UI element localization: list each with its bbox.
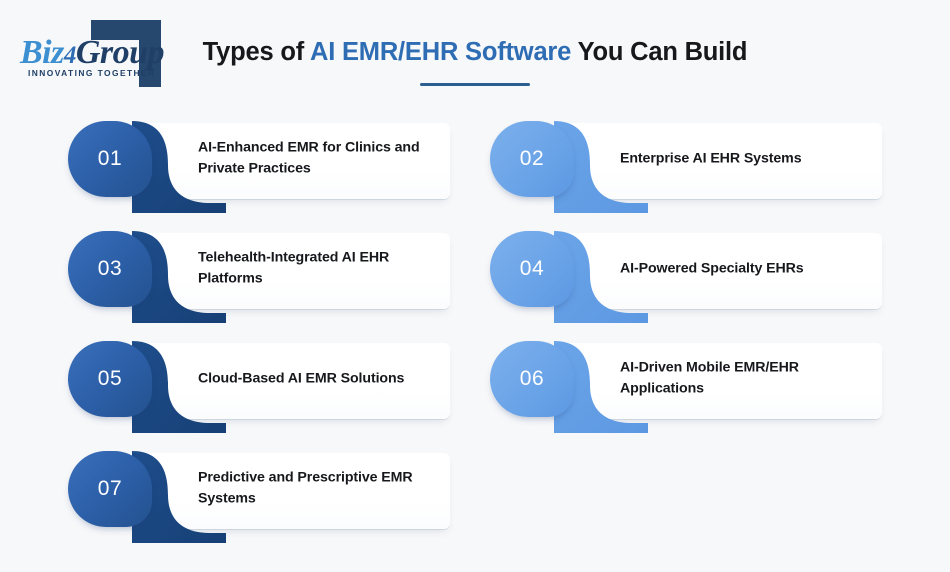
card-plate [552, 233, 882, 309]
card-number-badge: 01 [68, 121, 152, 197]
card-number: 02 [519, 147, 545, 170]
card-number-badge: 02 [490, 121, 574, 197]
card-number: 06 [519, 367, 545, 390]
card-label: Enterprise AI EHR Systems [620, 150, 802, 167]
title-suffix: You Can Build [571, 38, 748, 66]
card-number: 07 [97, 477, 123, 500]
types-card-grid: 01 AI-Enhanced EMR for Clinics and Privat… [0, 108, 950, 572]
type-card[interactable]: 05 Cloud-Based AI EMR Solutions [68, 341, 450, 433]
card-number: 04 [519, 257, 545, 280]
logo-tagline: INNOVATING TOGETHER [28, 68, 156, 78]
ribbon-shape-icon [554, 341, 648, 433]
type-card[interactable]: 04 AI-Powered Specialty EHRs [490, 231, 882, 323]
card-label: Cloud-Based AI EMR Solutions [198, 370, 405, 387]
logo-word-group: Group [75, 34, 165, 71]
card-plate [130, 123, 450, 199]
card-number: 03 [97, 257, 123, 280]
logo-word-biz: Biz [20, 34, 64, 71]
title-accent: AI EMR/EHR Software [309, 38, 572, 66]
logo-word-four: 4 [63, 42, 77, 69]
card-label: AI-Enhanced EMR for Clinics and Private … [198, 139, 420, 177]
ribbon-shape-icon [132, 341, 226, 433]
logo-bracket-icon [91, 20, 161, 87]
ribbon-shape-icon [132, 121, 226, 213]
card-number-badge: 07 [68, 451, 152, 527]
card-plate [130, 453, 450, 529]
ribbon-shape-icon [554, 121, 648, 213]
card-plate [552, 123, 882, 199]
card-label: Predictive and Prescriptive EMR Systems [198, 469, 413, 507]
brand-logo: Biz4Group INNOVATING TOGETHER [18, 18, 178, 88]
card-number: 01 [97, 147, 123, 170]
header: Biz4Group INNOVATING TOGETHER Types of A… [0, 0, 950, 108]
logo-wordmark: Biz4Group [20, 34, 165, 71]
card-number-badge: 05 [68, 341, 152, 417]
ribbon-shape-icon [132, 451, 226, 543]
card-number-badge: 04 [490, 231, 574, 307]
card-number-badge: 06 [490, 341, 574, 417]
card-label: AI-Driven Mobile EMR/EHR Applications [620, 359, 799, 397]
title-underline-rule [420, 83, 530, 86]
type-card[interactable]: 01 AI-Enhanced EMR for Clinics and Privat… [68, 121, 450, 213]
ribbon-shape-icon [132, 231, 226, 323]
card-plate [130, 233, 450, 309]
card-label: Telehealth-Integrated AI EHR Platforms [198, 249, 390, 287]
type-card[interactable]: 03 Telehealth-Integrated AI EHR Platforms [68, 231, 450, 323]
ribbon-shape-icon [554, 231, 648, 323]
type-card[interactable]: 02 Enterprise AI EHR Systems [490, 121, 882, 213]
title-prefix: Types of [202, 38, 310, 66]
card-number: 05 [97, 367, 123, 390]
page-title: Types of AI EMR/EHR Software You Can Bui… [0, 38, 950, 67]
card-plate [130, 343, 450, 419]
card-number-badge: 03 [68, 231, 152, 307]
card-plate [552, 343, 882, 419]
type-card[interactable]: 06 AI-Driven Mobile EMR/EHR Applications [490, 341, 882, 433]
card-label: AI-Powered Specialty EHRs [620, 260, 804, 277]
type-card[interactable]: 07 Predictive and Prescriptive EMR System… [68, 451, 450, 543]
